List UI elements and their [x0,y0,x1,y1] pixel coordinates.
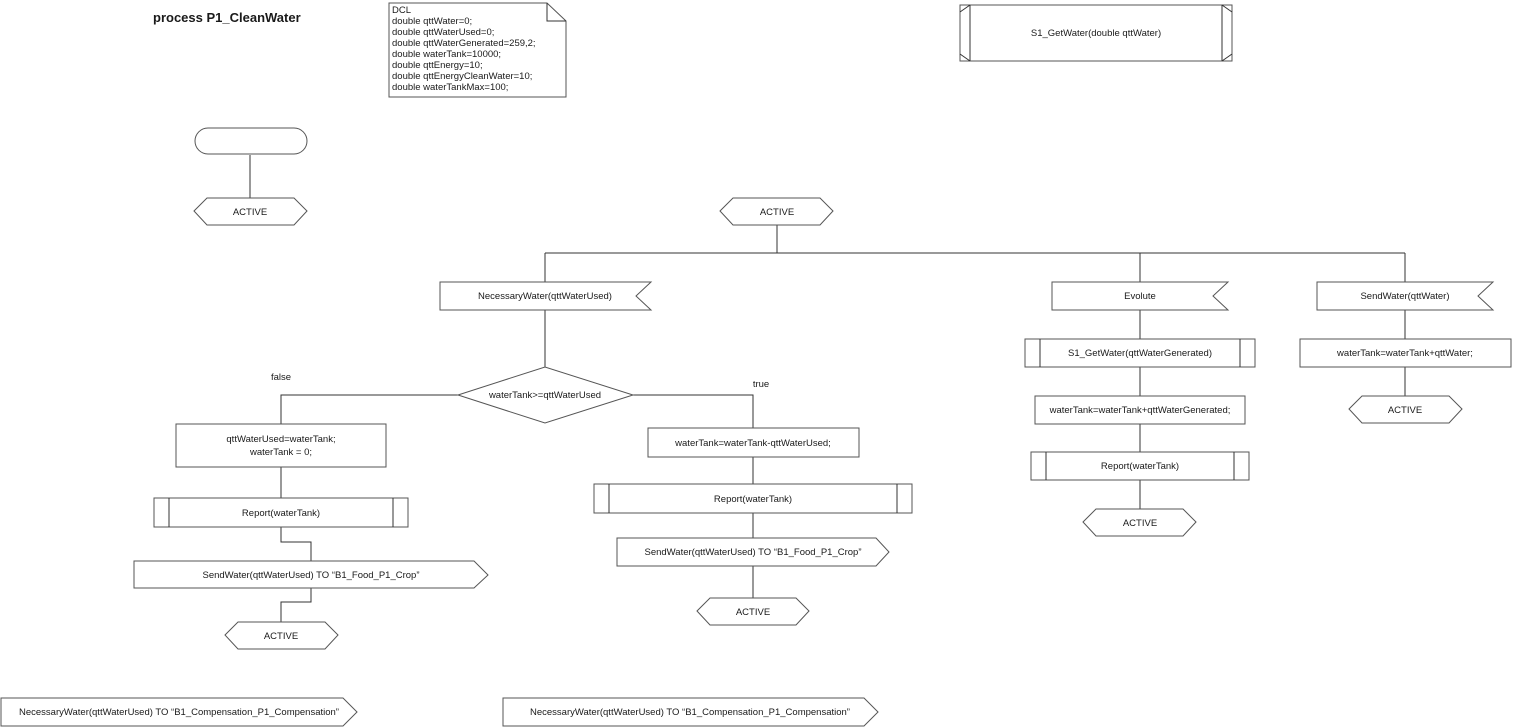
true-branch-label: true [753,379,769,390]
output-label: NecessaryWater(qttWaterUsed) TO “B1_Comp… [530,707,850,718]
task-evolute-add[interactable]: waterTank=waterTank+qttWaterGenerated; [1034,395,1246,425]
state-label: ACTIVE [233,207,267,218]
decision-water-tank[interactable]: waterTank>=qttWaterUsed [456,366,635,424]
call-label: Report(waterTank) [242,508,320,519]
state-initial-active[interactable]: ACTIVE [193,197,308,226]
task-false-assign[interactable]: qttWaterUsed=waterTank; waterTank = 0; [175,423,387,468]
input-label: NecessaryWater(qttWaterUsed) [478,291,612,302]
procedure-declaration[interactable]: S1_GetWater(double qttWater) [959,4,1233,62]
dcl-line: double qttEnergyCleanWater=10; [392,71,532,82]
procedure-declaration-label: S1_GetWater(double qttWater) [1031,28,1161,39]
output-label: SendWater(qttWaterUsed) TO “B1_Food_P1_C… [644,547,861,558]
call-label: Report(waterTank) [714,494,792,505]
task-send-add[interactable]: waterTank=waterTank+qttWater; [1299,338,1512,368]
output-false-send-water[interactable]: SendWater(qttWaterUsed) TO “B1_Food_P1_C… [133,560,489,589]
dcl-note: DCL double qttWater=0; double qttWaterUs… [388,2,567,98]
state-label: ACTIVE [264,631,298,642]
dcl-line: double waterTankMax=100; [392,82,508,93]
start-symbol[interactable] [194,127,308,155]
state-label: ACTIVE [1388,405,1422,416]
task-label: waterTank=waterTank-qttWaterUsed; [674,438,831,449]
input-send-water[interactable]: SendWater(qttWater) [1316,281,1495,311]
state-label: ACTIVE [1123,518,1157,529]
decision-label: waterTank>=qttWaterUsed [488,390,601,401]
connectors [249,155,1406,622]
call-label: Report(waterTank) [1101,461,1179,472]
task-true-subtract[interactable]: waterTank=waterTank-qttWaterUsed; [647,427,860,458]
output-bottom-mid-necessary-water[interactable]: NecessaryWater(qttWaterUsed) TO “B1_Comp… [502,697,879,727]
dcl-line: double qttWaterGenerated=259,2; [392,38,536,49]
task-label-line2: waterTank = 0; [249,447,312,458]
state-false-active[interactable]: ACTIVE [224,621,339,650]
state-evolute-active[interactable]: ACTIVE [1082,508,1197,537]
output-label: SendWater(qttWaterUsed) TO “B1_Food_P1_C… [202,570,419,581]
call-evolute-report[interactable]: Report(waterTank) [1030,451,1250,481]
dcl-line: DCL [392,5,411,16]
call-true-report[interactable]: Report(waterTank) [593,483,913,514]
state-label: ACTIVE [736,607,770,618]
dcl-line: double waterTank=10000; [392,49,501,60]
diagram-title: process P1_CleanWater [153,10,301,25]
state-true-active[interactable]: ACTIVE [696,597,810,626]
false-branch-label: false [271,372,291,383]
input-label: SendWater(qttWater) [1360,291,1449,302]
state-send-active[interactable]: ACTIVE [1348,395,1463,424]
output-true-send-water[interactable]: SendWater(qttWaterUsed) TO “B1_Food_P1_C… [616,537,890,567]
output-bottom-left-necessary-water[interactable]: NecessaryWater(qttWaterUsed) TO “B1_Comp… [0,697,358,727]
call-evolute-get-water[interactable]: S1_GetWater(qttWaterGenerated) [1024,338,1256,368]
output-label: NecessaryWater(qttWaterUsed) TO “B1_Comp… [19,707,339,718]
dcl-line: double qttWater=0; [392,16,472,27]
task-label: waterTank=waterTank+qttWater; [1336,348,1473,359]
input-label: Evolute [1124,291,1156,302]
task-label: waterTank=waterTank+qttWaterGenerated; [1049,405,1231,416]
input-evolute[interactable]: Evolute [1051,281,1230,311]
state-main-active[interactable]: ACTIVE [719,197,834,226]
state-label: ACTIVE [760,207,794,218]
input-necessary-water[interactable]: NecessaryWater(qttWaterUsed) [439,281,653,311]
dcl-line: double qttEnergy=10; [392,60,483,71]
dcl-line: double qttWaterUsed=0; [392,27,494,38]
task-label-line1: qttWaterUsed=waterTank; [226,434,335,445]
call-label: S1_GetWater(qttWaterGenerated) [1068,348,1212,359]
call-false-report[interactable]: Report(waterTank) [153,497,409,528]
